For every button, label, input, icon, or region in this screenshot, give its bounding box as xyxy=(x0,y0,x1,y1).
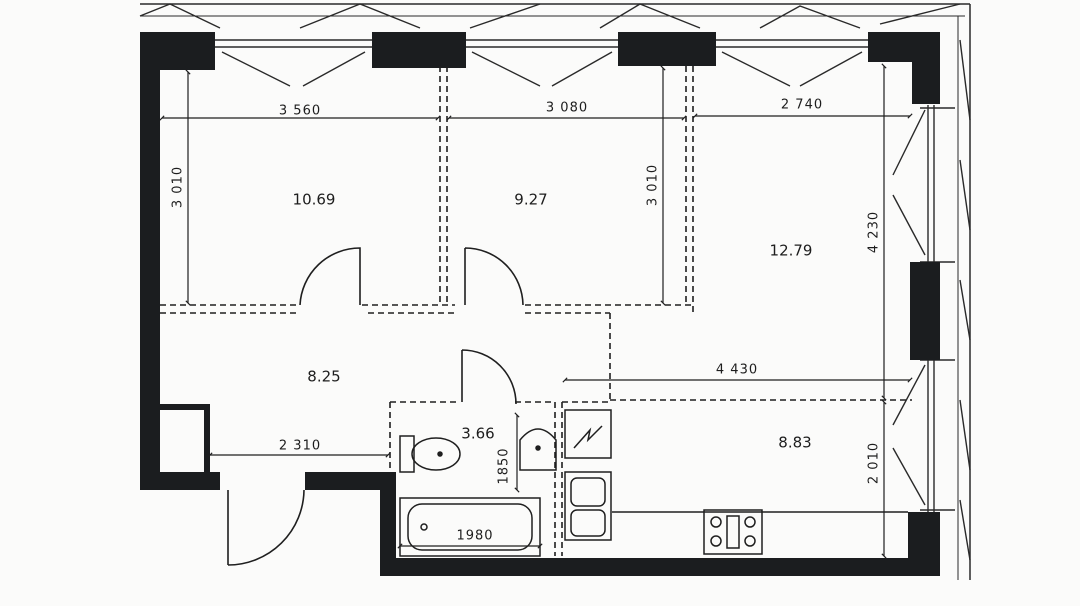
dim-width-right: 2 740 xyxy=(780,97,824,113)
dim-height-bathroom: 1850 xyxy=(496,447,512,485)
dim-width-middle: 3 080 xyxy=(545,100,589,116)
dim-height-kitchen: 2 010 xyxy=(866,441,882,485)
exterior-walls xyxy=(140,32,940,576)
dim-width-hall: 2 310 xyxy=(278,438,322,454)
sink-icon xyxy=(519,428,557,471)
dimension-lines xyxy=(159,63,913,559)
dim-height-middle: 3 010 xyxy=(645,163,661,207)
bathtub-icon xyxy=(399,497,541,557)
room-area-kitchen: 8.83 xyxy=(778,433,812,452)
dim-height-left: 3 010 xyxy=(170,165,186,209)
room-area-hall: 8.25 xyxy=(307,367,341,386)
dim-width-left: 3 560 xyxy=(278,103,322,119)
room-area-middle: 9.27 xyxy=(514,190,548,209)
room-area-bathroom: 3.66 xyxy=(461,424,495,443)
kitchen-sink-icon xyxy=(564,471,612,541)
dim-height-right: 4 230 xyxy=(866,210,882,254)
doors xyxy=(227,247,524,566)
dim-width-bath: 1980 xyxy=(456,528,494,544)
room-area-right: 12.79 xyxy=(769,241,813,260)
windows-top xyxy=(215,39,868,87)
electric-panel-icon xyxy=(564,409,612,459)
toilet-icon xyxy=(399,435,461,473)
stove-icon xyxy=(703,509,763,555)
partitions xyxy=(160,66,912,556)
room-area-left: 10.69 xyxy=(292,190,336,209)
window-frames xyxy=(139,3,971,580)
dim-width-kitchen: 4 430 xyxy=(715,362,759,378)
